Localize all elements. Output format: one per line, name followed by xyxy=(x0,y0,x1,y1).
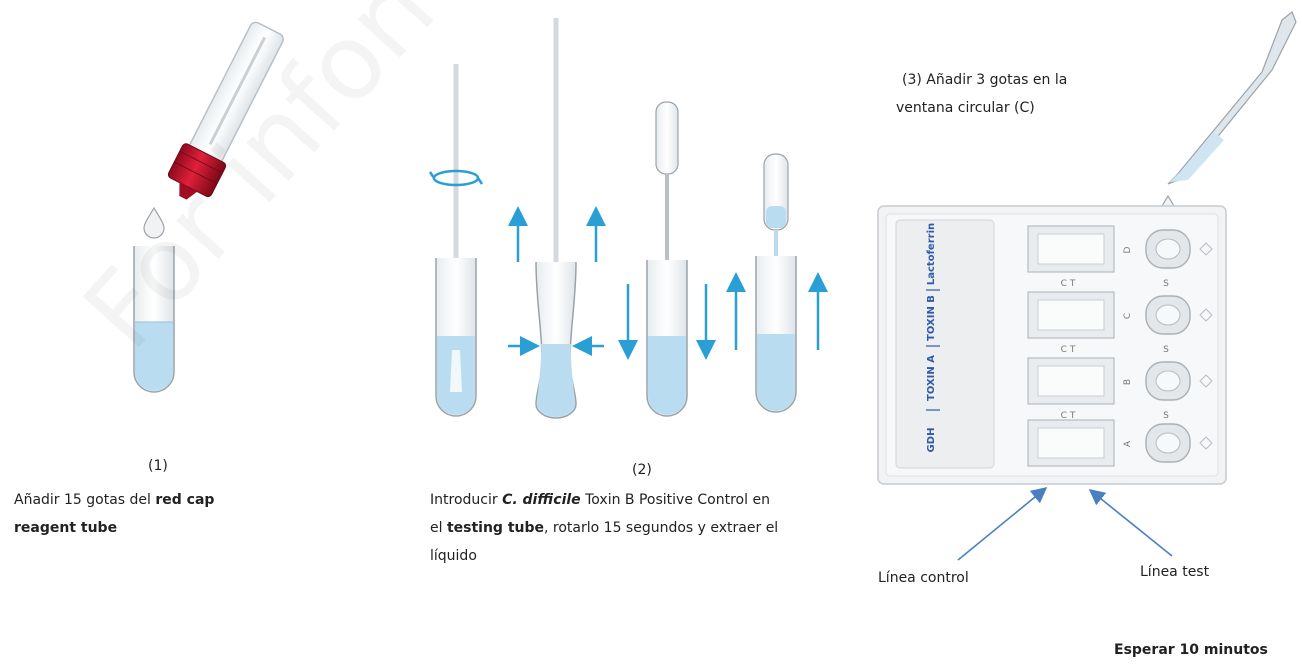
s-label-1: S xyxy=(1163,345,1169,355)
window-letter-2: B xyxy=(1123,379,1133,385)
drop-icon xyxy=(143,206,165,239)
s-label-2: S xyxy=(1163,411,1169,421)
pipette-filled xyxy=(726,153,828,413)
cassette-label-3: GDH xyxy=(926,428,937,453)
ct-label-1: C T xyxy=(1061,345,1076,355)
step1-number: (1) xyxy=(148,458,168,474)
ct-label-2: C T xyxy=(1061,411,1076,421)
red-cap-reagent-tube xyxy=(167,21,284,200)
control-line-arrow xyxy=(957,486,1048,561)
test-window-1: C C T S xyxy=(1027,291,1213,355)
test-window-3: A xyxy=(1027,419,1213,467)
control-line-label: Línea control xyxy=(878,570,969,586)
cassette-label-0: Lactoferrin xyxy=(926,223,937,285)
wait-instruction: Esperar 10 minutos xyxy=(1114,642,1268,658)
testing-tube-rotate xyxy=(428,64,484,417)
s-label-0: S xyxy=(1163,279,1169,289)
test-cassette xyxy=(877,205,1227,485)
test-line-label: Línea test xyxy=(1140,564,1210,580)
step2-number: (2) xyxy=(632,462,652,478)
window-letter-0: D xyxy=(1123,246,1133,253)
window-letter-3: A xyxy=(1123,440,1133,447)
ct-label-0: C T xyxy=(1061,279,1076,289)
test-line-arrow xyxy=(1088,488,1173,557)
test-window-2: B C T S xyxy=(1027,357,1213,421)
cassette-label-1: TOXIN B xyxy=(926,295,937,341)
window-letter-1: C xyxy=(1123,313,1133,319)
dropper-pipette xyxy=(1167,11,1297,185)
cassette-label-2: TOXIN A xyxy=(926,355,937,401)
step2-instruction: Introducir C. difficile Toxin B Positive… xyxy=(430,492,779,564)
test-window-0: D C T S xyxy=(1027,225,1213,289)
testing-tube-squeeze xyxy=(508,18,606,419)
collection-test-tube xyxy=(133,246,175,393)
pipette-extract xyxy=(618,101,716,417)
cassette-windows: D C T S C C T S B C T S A xyxy=(1027,225,1213,467)
